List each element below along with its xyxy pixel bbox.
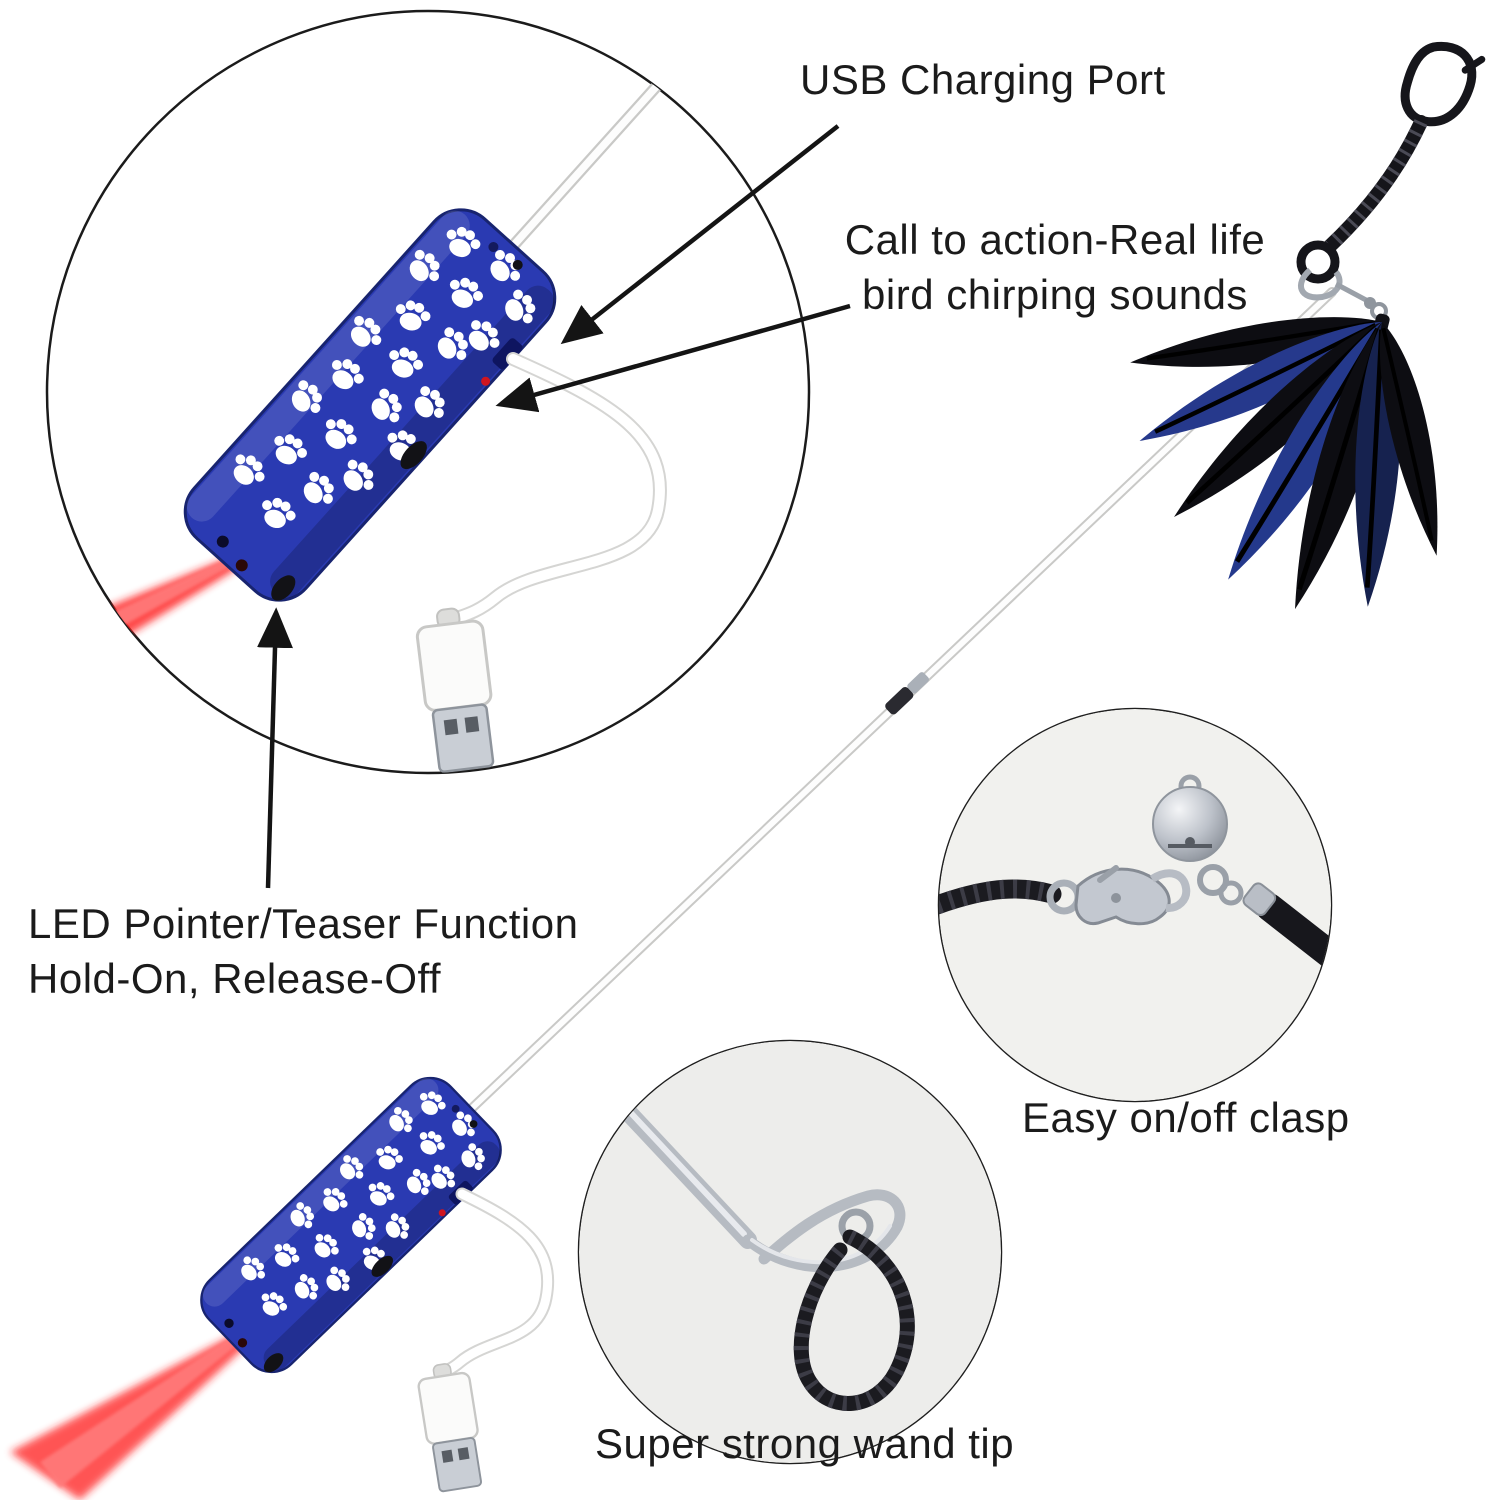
bungee-cord-graphic [1296,115,1428,284]
clasp-label: Easy on/off clasp [1022,1090,1350,1145]
wand-tip-text: Super strong wand tip [595,1420,1015,1467]
clasp-text: Easy on/off clasp [1022,1094,1350,1141]
led-pointer-label: LED Pointer/Teaser Function Hold-On, Rel… [28,896,578,1007]
wand-tip-label: Super strong wand tip [595,1416,1014,1471]
lobster-clasp-graphic [1074,865,1191,926]
wand-joint [885,672,930,715]
carabiner-clip-icon [1400,41,1486,127]
bell-graphic [1152,774,1228,862]
usb-arrow [560,124,840,345]
usb-charging-port-label: USB Charging Port [800,52,1166,107]
chirp-line1: Call to action-Real life [844,216,1266,263]
chirp-sounds-label: Call to action-Real life bird chirping s… [820,212,1290,323]
chirp-arrow [495,303,851,413]
chirp-line2: bird chirping sounds [862,271,1248,319]
led-line2: Hold-On, Release-Off [28,955,442,1003]
usb-charging-port-text: USB Charging Port [800,56,1166,103]
clasp-inset-contents [939,709,1331,1101]
wand-tip-inset-contents [579,1041,1001,1463]
product-bottom-left [10,1066,555,1500]
led-arrow [257,607,294,889]
feather-teaser-graphic [1127,307,1454,616]
led-line1: LED Pointer/Teaser Function [28,900,579,947]
